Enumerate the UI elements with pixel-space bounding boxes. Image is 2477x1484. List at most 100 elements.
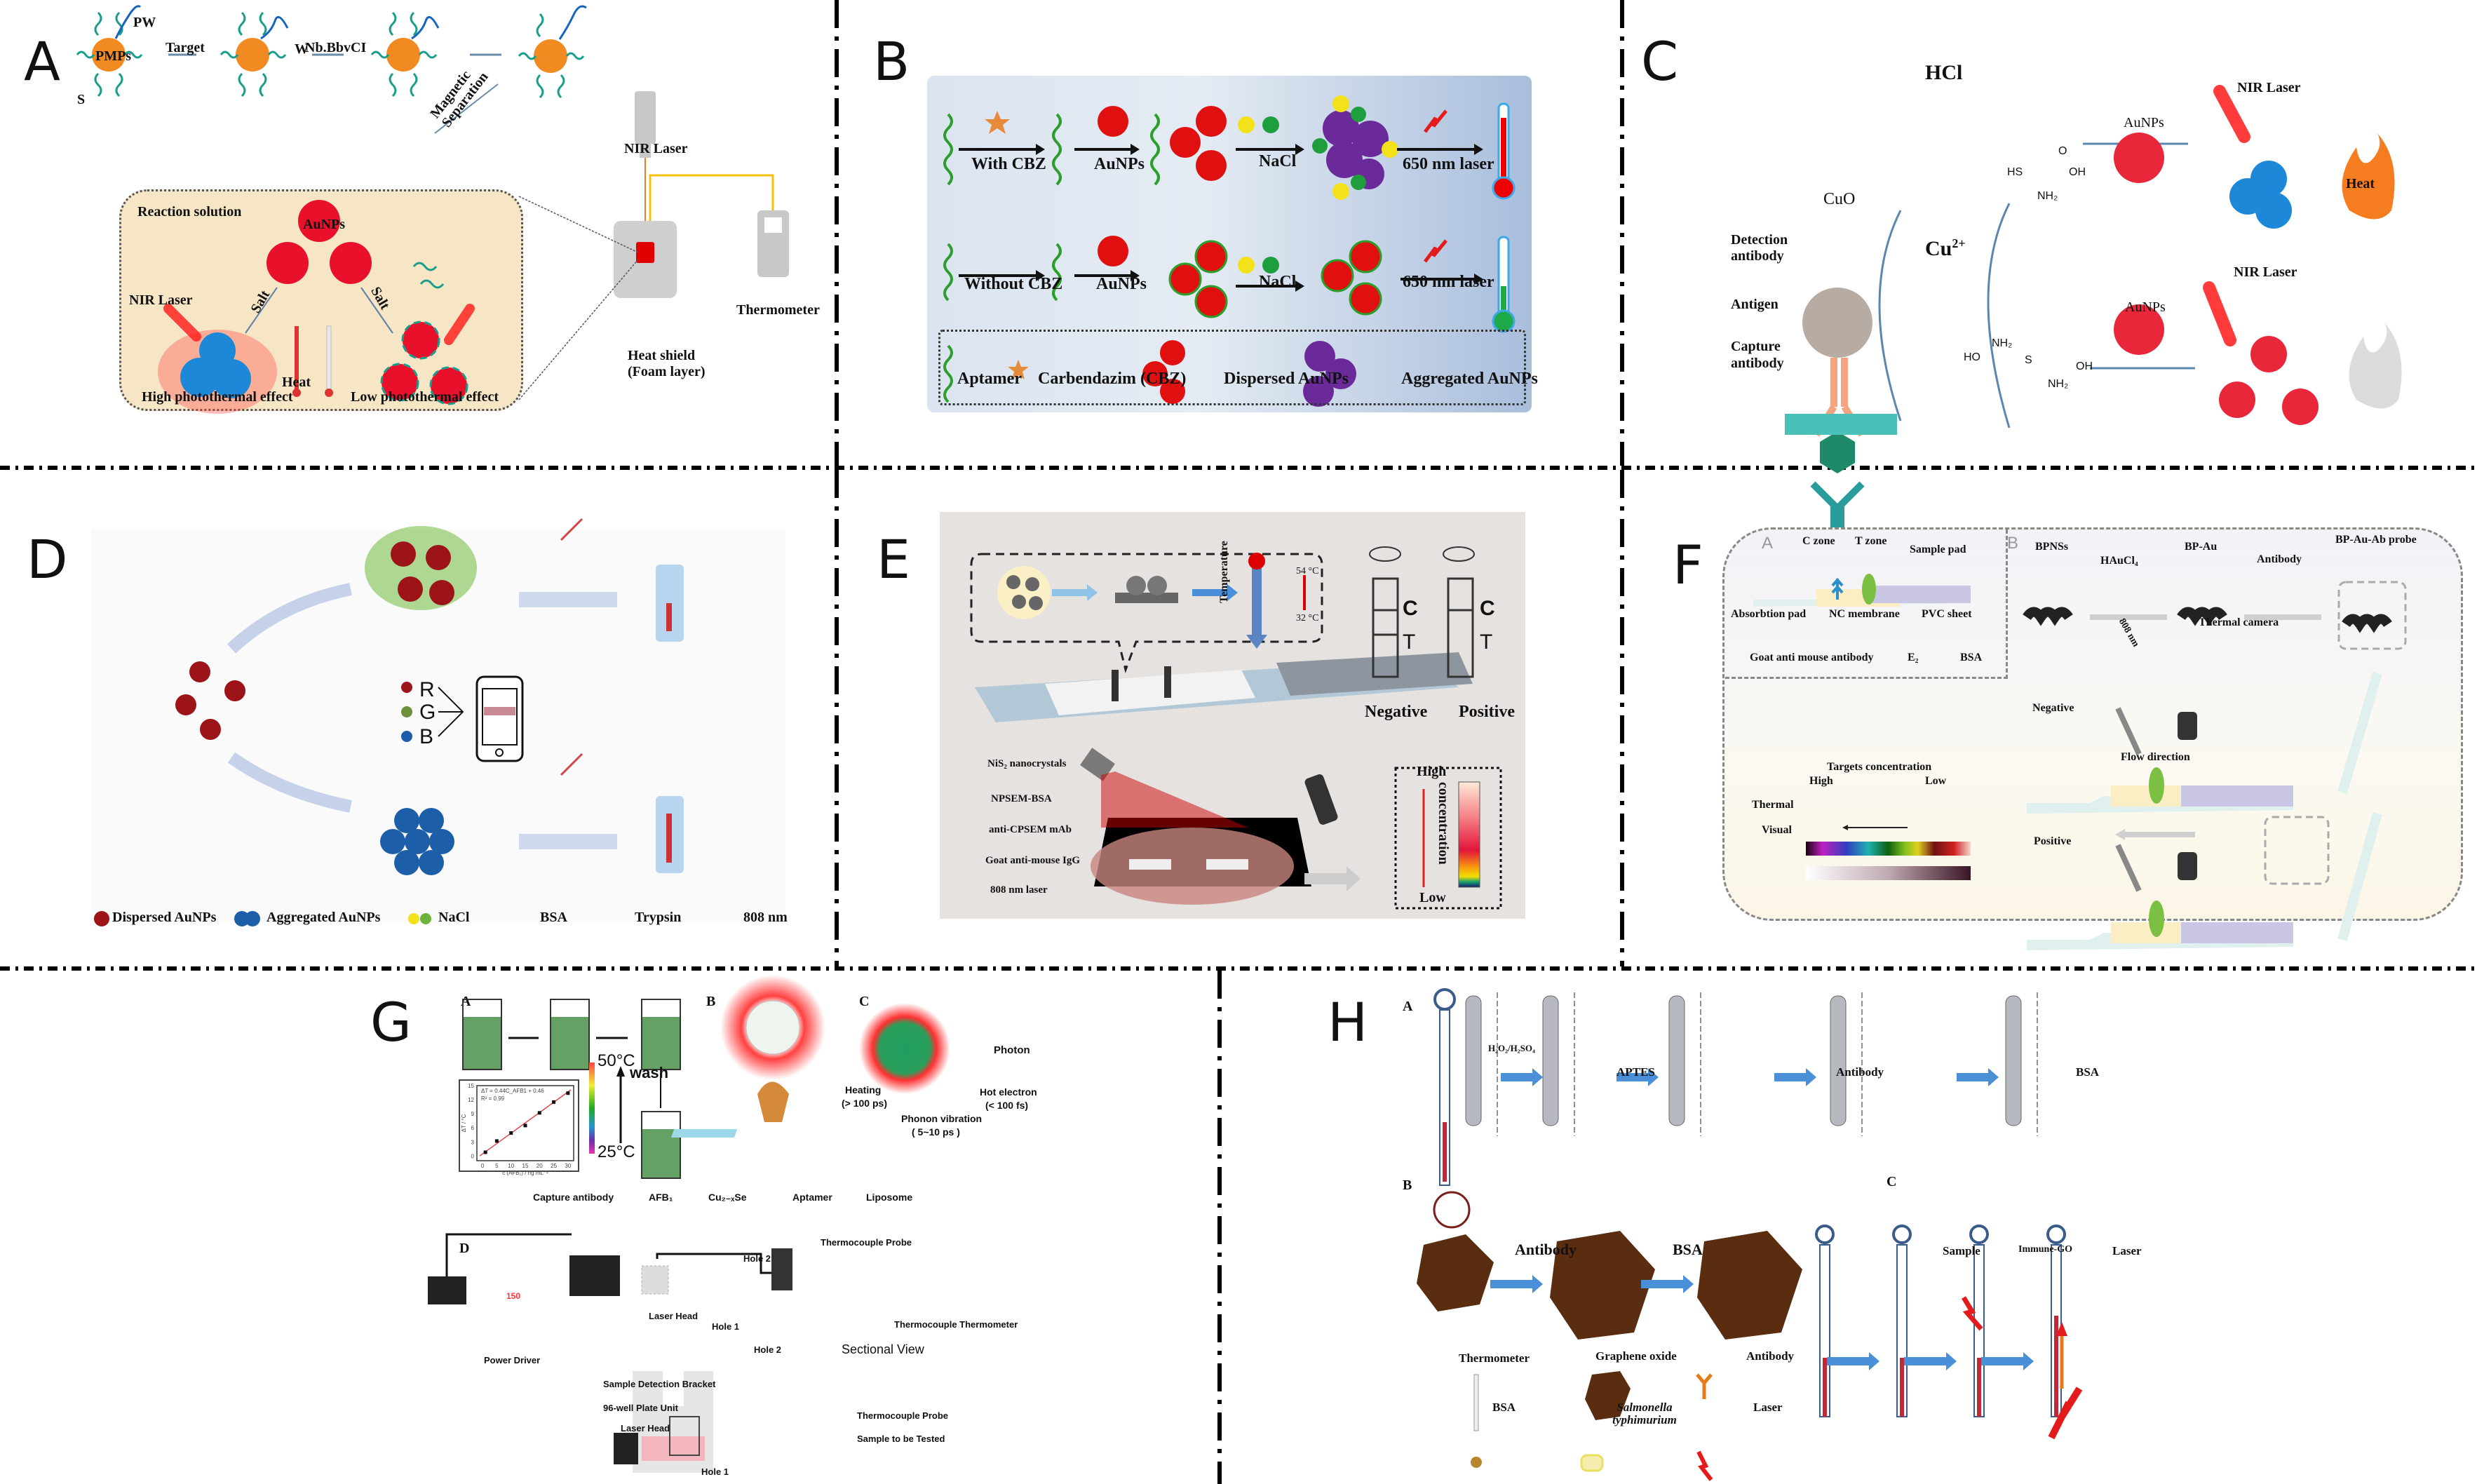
legend-thermometer: Thermometer	[1459, 1351, 1530, 1365]
step-arrow	[1774, 1073, 1806, 1081]
bp-au-icon	[2177, 607, 2227, 626]
step-arrow	[1617, 1073, 1648, 1081]
inset-chart-point	[483, 1150, 487, 1154]
inset-chart-point	[566, 1091, 570, 1095]
label-t-positive: T	[1480, 630, 1493, 654]
label-immune-go: Immune-GO	[2018, 1244, 2072, 1255]
label-antibody: Antibody	[2257, 553, 2302, 565]
legend-salmonella-icon	[1580, 1454, 1604, 1472]
label-sample-bracket: Sample Detection Bracket	[603, 1379, 716, 1389]
label-sample-pad: Sample pad	[1910, 544, 1966, 555]
label-sample-tested: Sample to be Tested	[857, 1434, 945, 1444]
label-foam-layer: (Foam layer)	[628, 364, 706, 379]
legend-graphene-oxide: Graphene oxide	[1595, 1349, 1677, 1363]
label-g-sub-d: D	[459, 1241, 470, 1256]
inset-chart-point	[494, 1139, 499, 1143]
inset-chart-x-tick: 15	[522, 1163, 529, 1169]
silica-rod	[1465, 995, 1482, 1126]
legend-thermometer-icon	[1473, 1374, 1479, 1431]
legend-808-laser: 808 nm laser	[990, 884, 1048, 896]
label-setup-nir-laser: NIR Laser	[624, 141, 688, 156]
label-hcl: HCl	[1925, 61, 1963, 84]
chem-cystine-nh2-top: NH₂	[1992, 337, 2013, 349]
label-photon: Photon	[994, 1044, 1030, 1056]
divider-vertical-4	[1620, 470, 1624, 966]
label-t-negative: T	[1403, 630, 1416, 654]
laser-head-device	[569, 1255, 620, 1296]
label-positive: Positive	[1459, 703, 1515, 721]
eye-right-icon	[1443, 546, 1475, 562]
label-heat-shield: Heat shield	[628, 348, 696, 363]
label-nir-laser-box: NIR Laser	[129, 292, 193, 308]
label-sub-a: A	[1762, 534, 1774, 553]
chem-cystine-s: S	[2025, 354, 2032, 366]
legend-graphene-icon	[1585, 1371, 1631, 1420]
label-hole2-top: Hole 2	[743, 1253, 771, 1264]
panel-label-a: A	[24, 30, 60, 93]
panel-label-h: H	[1328, 991, 1368, 1053]
label-setup-thermometer: Thermometer	[736, 302, 820, 318]
inset-chart-fit-line	[479, 1089, 572, 1156]
label-phonon-2: ( 5~10 ps )	[912, 1126, 960, 1138]
label-negative: Negative	[1365, 703, 1428, 721]
thermal-camera-positive	[2178, 852, 2197, 880]
legend-goat-igg: Goat anti-mouse IgG	[985, 855, 1080, 866]
panel-label-e: E	[877, 528, 911, 591]
step-arrow	[1957, 1073, 1988, 1081]
eye-left-icon	[1369, 546, 1401, 562]
legend-goat-anti-mouse: Goat anti mouse antibody	[1750, 652, 1874, 663]
legend-bsa: BSA	[1492, 1401, 1516, 1414]
dipstick-2	[2337, 812, 2382, 941]
label-heating-2: (> 100 ps)	[842, 1098, 887, 1109]
label-s: S	[77, 92, 86, 107]
legend-salmonella: Salmonella typhimurium	[1612, 1401, 1677, 1426]
label-thermocouple-thermometer: Thermocouple Thermometer	[894, 1319, 1018, 1330]
legend-808nm: 808 nm	[743, 910, 788, 925]
label-detection-antibody-2: antibody	[1731, 248, 1784, 264]
nir-laser-device	[635, 91, 656, 144]
thermometers-c	[1815, 1225, 2066, 1417]
label-power-driver: Power Driver	[484, 1355, 541, 1365]
label-pvc-sheet: PVC sheet	[1922, 608, 1972, 620]
panel-label-d: D	[27, 528, 68, 591]
pmp-particle-1	[76, 5, 143, 97]
legend-aptamer: Aptamer	[792, 1192, 832, 1203]
label-scale-concentration: concentration	[1436, 782, 1451, 865]
label-h-sub-b: B	[1403, 1178, 1412, 1193]
label-thermocouple-probe-section: Thermocouple Probe	[857, 1410, 949, 1421]
silica-rod	[2005, 995, 2022, 1126]
label-h-sub-c: C	[1887, 1174, 1897, 1189]
label-c-zone: C zone	[1802, 535, 1835, 547]
flame-cold-icon	[2349, 323, 2402, 409]
label-temp-50: 50°C	[598, 1051, 635, 1070]
label-nir-top: NIR Laser	[2237, 80, 2301, 95]
legend-antibody: Antibody	[1746, 1349, 1795, 1363]
graphene-oxide-sheet	[1417, 1234, 1494, 1311]
label-bp-au: BP-Au	[2185, 541, 2218, 553]
laser-bolt-icon	[1424, 109, 1447, 133]
divider-vertical-2	[1620, 0, 1624, 466]
inset-chart-y-tick: 9	[471, 1111, 475, 1117]
legend-laser: Laser	[1753, 1401, 1783, 1414]
cuo-particle	[1802, 288, 1872, 358]
arrow-magnetic-separation	[434, 83, 499, 134]
beaker-3	[641, 999, 681, 1070]
label-h2o2: H₂O₂/H₂SO₄	[1488, 1043, 1535, 1053]
label-detection-antibody-1: Detection	[1731, 232, 1788, 248]
legend-afb1: AFB₁	[649, 1192, 673, 1203]
divider-vertical-3	[835, 470, 839, 966]
inset-chart-x-tick: 20	[536, 1163, 543, 1169]
panel-a-top-sequence	[76, 5, 789, 400]
concentration-scale-box	[1394, 767, 1502, 910]
thermometer-mercury	[1977, 1358, 1981, 1417]
inset-chart-x-tick: 5	[495, 1163, 499, 1169]
chem-cysteine-hs: HS	[2007, 166, 2023, 178]
label-with-cbz: With CBZ	[971, 155, 1046, 173]
pmp-particle-4	[518, 5, 587, 99]
bsa-protein-cluster-top	[365, 526, 477, 610]
legend-aptamer: Aptamer	[957, 370, 1022, 388]
label-heat: Heat	[2346, 176, 2375, 191]
panel-f-subbox-a	[1725, 529, 2008, 679]
power-driver-display: 150	[506, 1291, 521, 1301]
label-aunps-bottom: AuNPs	[2125, 299, 2166, 315]
